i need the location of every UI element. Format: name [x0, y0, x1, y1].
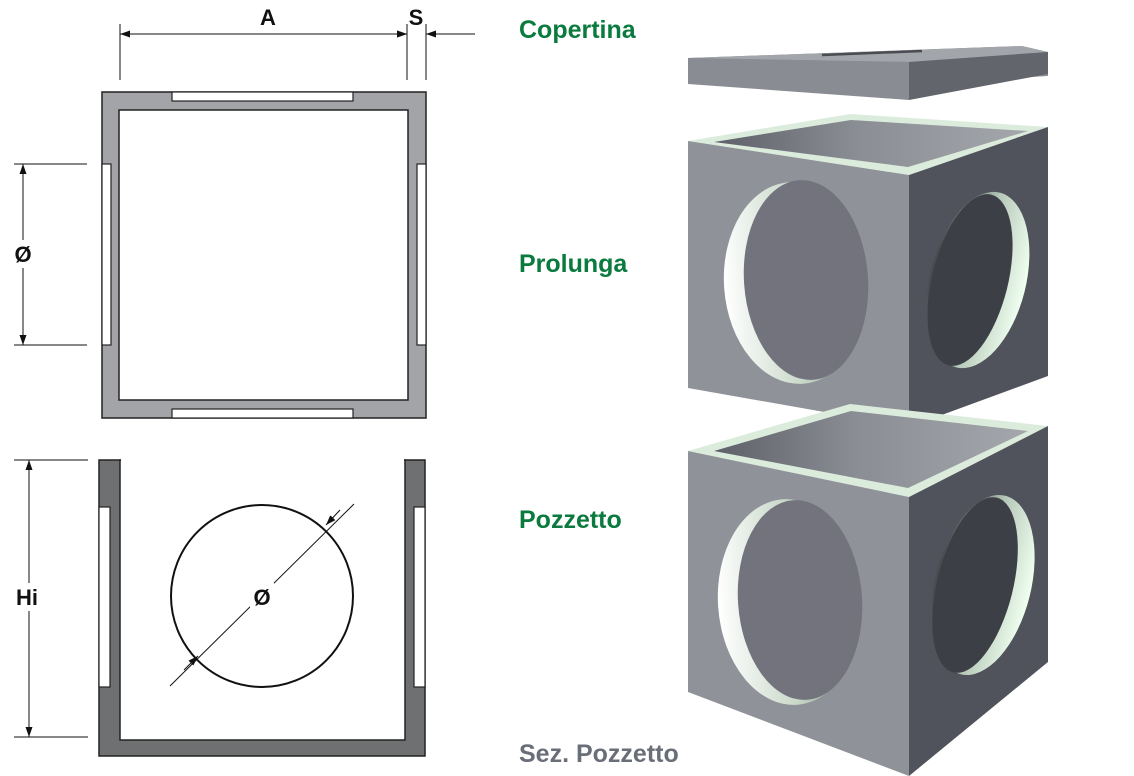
well-side-hole [932, 497, 1018, 673]
well-block [688, 404, 1048, 776]
hi-label-bg [10, 583, 44, 611]
plan-view: A S Ø [10, 5, 475, 419]
dimension-hi-label: Hi [16, 585, 38, 610]
cover-side-face [909, 52, 1048, 100]
plan-knockout-top [171, 91, 354, 102]
plan-diameter-label: Ø [14, 242, 31, 267]
well-label: Pozzetto [519, 506, 622, 534]
dimension-a [119, 24, 475, 80]
extension-block [688, 114, 1048, 427]
cover-slab [688, 46, 1048, 100]
section-view: Ø Hi [10, 455, 426, 757]
well-front-hole [737, 500, 863, 700]
section-top-mask [121, 455, 404, 461]
dimension-a-label: A [260, 5, 276, 30]
extension-label: Prolunga [519, 250, 628, 278]
well-opening [714, 411, 1028, 488]
exploded-3d-view: Copertina Prolunga Pozzetto Sez. Pozzett… [519, 16, 1048, 776]
plan-knockout-left [101, 163, 112, 346]
section-knockout-left [98, 506, 111, 688]
dimension-s-label: S [409, 5, 424, 30]
plan-inner-void [118, 109, 409, 401]
cover-label: Copertina [519, 16, 637, 44]
section-diameter-label: Ø [253, 585, 270, 610]
extension-opening [714, 120, 1028, 167]
section-caption: Sez. Pozzetto [519, 740, 679, 768]
plan-diameter-label-bg [10, 240, 36, 268]
section-knockout-right [413, 506, 426, 688]
plan-knockout-bottom [171, 408, 354, 419]
section-diameter-label-bg [250, 583, 274, 609]
cover-front-face [688, 58, 909, 100]
extension-front-hole [743, 180, 869, 380]
extension-side-hole [927, 194, 1013, 366]
plan-knockout-right [416, 163, 427, 346]
cover-slot [821, 49, 923, 57]
